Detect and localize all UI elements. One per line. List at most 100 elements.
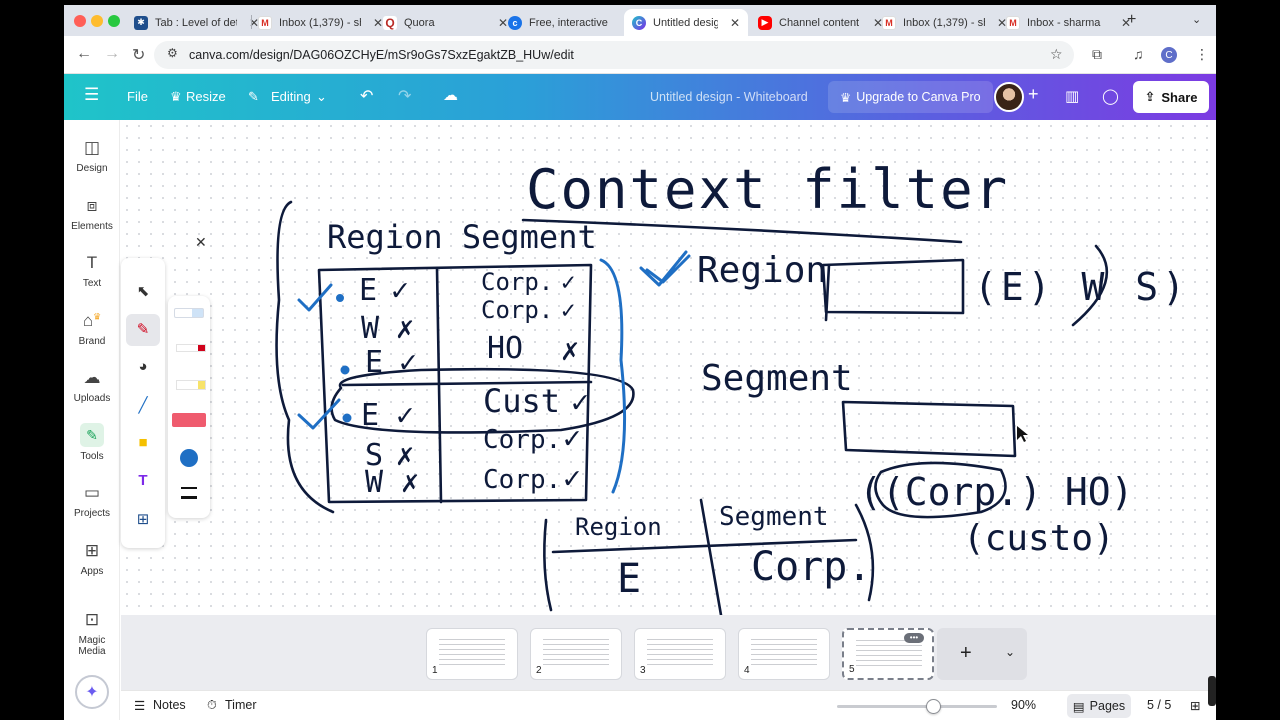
sidebar-item-magic-media[interactable]: ⊡ Magic Media	[64, 610, 120, 657]
sidebar-item-uploads[interactable]: ☁ Uploads	[64, 368, 120, 404]
redo-icon[interactable]: ↷	[398, 88, 412, 105]
sidebar-item-label: Brand	[78, 336, 106, 347]
user-avatar[interactable]	[994, 82, 1024, 112]
sidebar-item-tools[interactable]: ✎ Tools	[64, 423, 120, 462]
undo-icon[interactable]: ↶	[360, 88, 374, 105]
minimize-window-button[interactable]	[91, 15, 103, 27]
page-thumbnail[interactable]: 1	[426, 628, 518, 680]
invite-plus-icon[interactable]: +	[1028, 84, 1039, 104]
add-page-button[interactable]: + ⌄	[937, 628, 1027, 680]
sidebar-item-brand[interactable]: ⌂♛ Brand	[64, 311, 120, 347]
editing-mode-menu[interactable]: Editing	[271, 89, 311, 104]
page-thumbnail[interactable]: 2	[530, 628, 622, 680]
pen-style-option[interactable]	[174, 308, 204, 318]
thumbnail-preview	[856, 640, 922, 666]
browser-tab[interactable]: M Inbox - sharma ✕	[998, 9, 1139, 36]
highlighter-style-option[interactable]	[176, 380, 206, 390]
design-title[interactable]: Untitled design - Whiteboard	[650, 90, 808, 104]
page-thumbnail-selected[interactable]: ••• 5	[842, 628, 934, 680]
browser-tab[interactable]: Q Quora ✕	[375, 9, 516, 36]
sidebar-item-design[interactable]: ◫ Design	[64, 138, 120, 174]
new-tab-button[interactable]: +	[1127, 11, 1137, 28]
close-tab-icon[interactable]: ✕	[249, 15, 260, 30]
share-button[interactable]: ⇪ Share	[1133, 81, 1209, 113]
pages-button[interactable]: ▤ Pages	[1067, 694, 1131, 718]
browser-tab[interactable]: ▶ Channel content ✕	[750, 9, 891, 36]
cloud-saved-icon[interactable]: ☁	[443, 87, 458, 104]
whiteboard-canvas[interactable]: Context filter Region Segment E ✓ Corp. …	[121, 120, 1216, 615]
extensions-icon[interactable]: ⧉	[1092, 46, 1102, 62]
media-control-icon[interactable]: ♫	[1133, 46, 1144, 62]
sticky-note-icon[interactable]: ■	[138, 434, 148, 451]
back-arrow-icon[interactable]: ←	[76, 45, 92, 62]
browser-tab[interactable]: M Inbox (1,379) - sharma ✕	[874, 9, 1015, 36]
close-tab-icon[interactable]: ✕	[1121, 15, 1132, 30]
magic-assistant-button[interactable]: ✦	[75, 675, 109, 709]
browser-menu-icon[interactable]: ⋮	[1195, 46, 1209, 62]
marker-style-option[interactable]	[176, 344, 206, 352]
timer-button[interactable]: Timer	[225, 698, 257, 712]
page-thumbnail[interactable]: 4	[738, 628, 830, 680]
analytics-icon[interactable]: ▥	[1065, 88, 1080, 105]
grid-view-icon[interactable]: ⊞	[1190, 699, 1201, 713]
tab-title: Free, interactive tool	[529, 16, 611, 29]
text-icon: T	[86, 253, 98, 272]
sidebar-item-label: Text	[82, 278, 102, 289]
sidebar-item-projects[interactable]: ▭ Projects	[64, 483, 120, 519]
share-label: Share	[1161, 89, 1198, 105]
eraser-option[interactable]	[172, 413, 206, 427]
resize-menu[interactable]: Resize	[186, 89, 226, 104]
upgrade-button[interactable]: ♛ Upgrade to Canva Pro	[828, 81, 993, 113]
table-tool-icon[interactable]: ⊞	[136, 511, 150, 528]
close-tab-icon[interactable]: ✕	[997, 15, 1008, 30]
browser-tab[interactable]: ✱ Tab : Level of detail ✕	[126, 9, 267, 36]
profile-avatar[interactable]: C	[1161, 47, 1177, 63]
close-tab-icon[interactable]: ✕	[373, 15, 384, 30]
close-tab-icon[interactable]: ✕	[873, 15, 884, 30]
notes-button[interactable]: Notes	[153, 698, 186, 712]
line-tool-icon[interactable]: ╱	[138, 397, 148, 414]
color-swatch[interactable]	[180, 449, 198, 467]
maximize-window-button[interactable]	[108, 15, 120, 27]
chevron-down-icon[interactable]: ⌄	[316, 89, 327, 104]
page-thumbnail[interactable]: 3	[634, 628, 726, 680]
browser-tab-active[interactable]: C Untitled design - Whiteboard ✕	[624, 9, 748, 36]
sidebar-item-elements[interactable]: ⧈ Elements	[64, 196, 120, 232]
row-separator-stroke	[341, 380, 593, 387]
reload-icon[interactable]: ↻	[132, 47, 146, 64]
pen-tool-icon[interactable]: ✎	[136, 321, 150, 338]
crown-icon: ♛	[840, 90, 852, 105]
segment-options-line2: (custo)	[963, 518, 1115, 559]
row-region: W	[365, 465, 384, 500]
tab-search-chevron-icon[interactable]: ⌄	[1192, 14, 1202, 26]
zoom-level[interactable]: 90%	[1011, 698, 1037, 712]
site-settings-icon[interactable]: ⚙	[167, 46, 178, 60]
forward-arrow-icon[interactable]: →	[104, 45, 120, 62]
brand-icon: ⌂♛	[82, 311, 102, 330]
close-window-button[interactable]	[74, 15, 86, 27]
bookmark-star-icon[interactable]: ☆	[1050, 46, 1063, 62]
sidebar-item-label: Elements	[71, 221, 113, 232]
blue-check-mark	[297, 283, 333, 312]
stroke-weight-icon[interactable]	[181, 487, 197, 499]
main-menu-icon[interactable]: ☰	[84, 85, 100, 104]
browser-tab[interactable]: M Inbox (1,379) - sharma ✕	[250, 9, 391, 36]
page-options-icon[interactable]: •••	[904, 633, 924, 643]
shape-tool-icon[interactable]: ◕	[138, 358, 148, 375]
zoom-slider-track[interactable]	[837, 705, 997, 708]
sidebar-item-text[interactable]: T Text	[64, 253, 120, 289]
file-menu[interactable]: File	[127, 89, 148, 104]
url-text[interactable]: canva.com/design/DAG06OZCHyE/mSr9oGs7Sxz…	[189, 48, 574, 62]
scroll-handle[interactable]	[1208, 676, 1216, 706]
zoom-slider-handle[interactable]	[925, 699, 941, 714]
omnibox[interactable]	[154, 41, 1074, 69]
close-tab-icon[interactable]: ✕	[498, 15, 509, 30]
browser-tab[interactable]: c Free, interactive tool ✕	[500, 9, 641, 36]
select-pointer-icon[interactable]: ⬉	[136, 283, 150, 300]
close-draw-panel-icon[interactable]: ✕	[195, 234, 207, 250]
close-tab-icon[interactable]: ✕	[729, 15, 740, 30]
text-tool-icon[interactable]: T	[138, 472, 148, 489]
comments-icon[interactable]: ◯	[1102, 88, 1119, 105]
chevron-down-icon[interactable]: ⌄	[1005, 645, 1016, 659]
sidebar-item-apps[interactable]: ⊞ Apps	[64, 541, 120, 577]
